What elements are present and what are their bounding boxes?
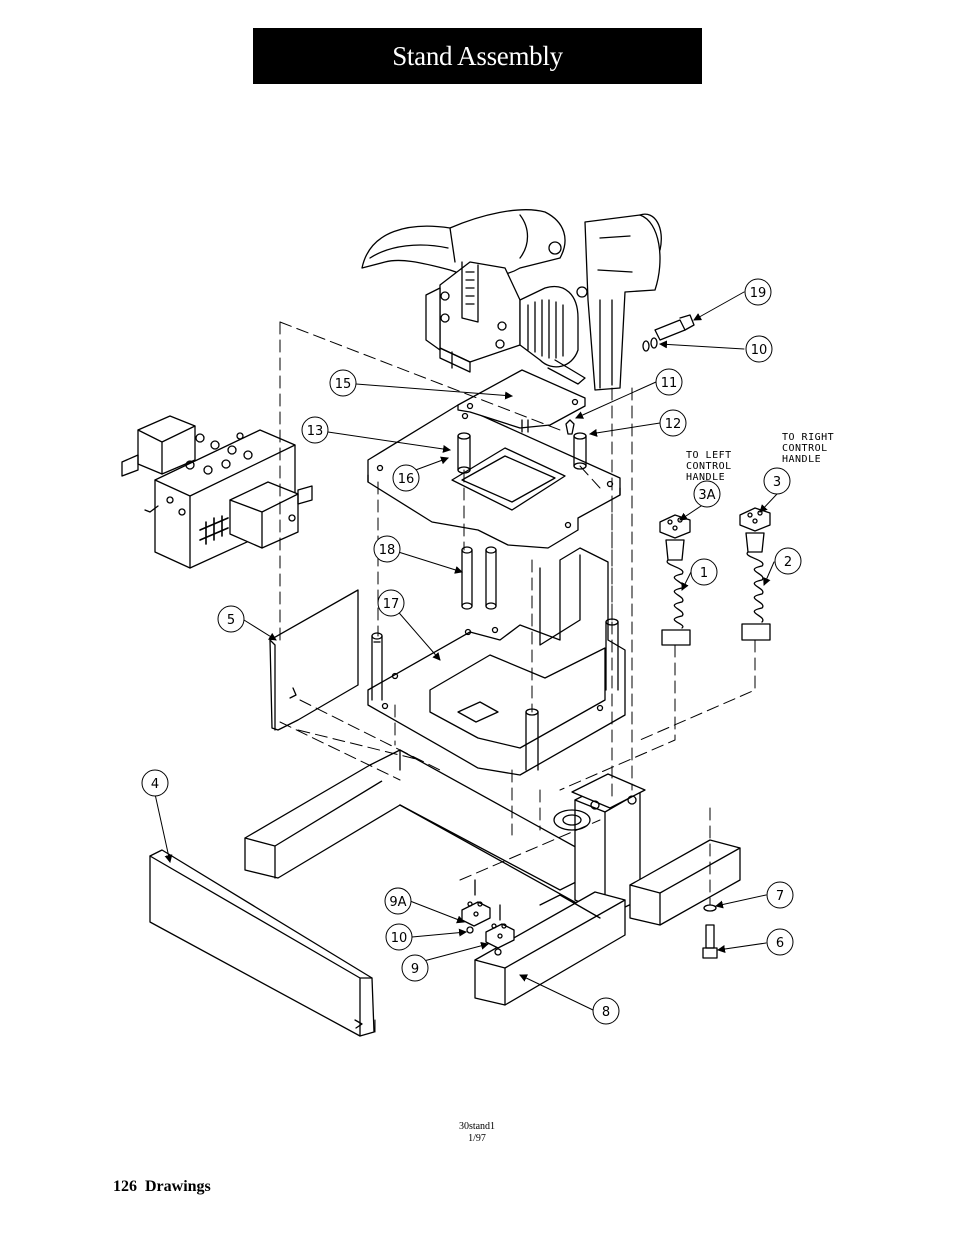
callout-13: 13 xyxy=(301,416,329,444)
svg-text:TO LEFT: TO LEFT xyxy=(686,450,732,461)
svg-text:19: 19 xyxy=(750,286,767,301)
plate-16 xyxy=(367,547,626,776)
callout-18: 19 xyxy=(744,278,772,306)
callout-16: 17 xyxy=(377,589,405,617)
section-name: Drawings xyxy=(145,1178,211,1195)
page-footer: 126 Drawings xyxy=(113,1178,211,1196)
svg-text:9A: 9A xyxy=(389,895,406,910)
svg-text:5: 5 xyxy=(227,613,235,628)
panel-7 xyxy=(269,589,359,731)
svg-text:10: 10 xyxy=(391,931,408,946)
callout-8: 8 xyxy=(592,997,620,1025)
callout-14: 15 xyxy=(329,369,357,397)
svg-text:TO RIGHT: TO RIGHT xyxy=(782,432,834,443)
callout-9A: 9A xyxy=(384,887,412,915)
callout-17: 18 xyxy=(373,535,401,563)
callout-1: 1 xyxy=(690,558,718,586)
assembly-lines xyxy=(279,321,756,1033)
callout-3A: 3A xyxy=(693,480,721,508)
callout-6: 4 xyxy=(141,769,169,797)
svg-text:12: 12 xyxy=(665,417,682,432)
plate-13 xyxy=(367,404,621,549)
leader-lines xyxy=(154,291,778,1011)
svg-text:8: 8 xyxy=(602,1005,610,1020)
svg-text:3: 3 xyxy=(773,475,781,490)
svg-text:10: 10 xyxy=(751,343,768,358)
page-number: 126 xyxy=(113,1178,137,1195)
svg-text:1: 1 xyxy=(700,566,708,581)
callout-balloons: 15 13 16 11 12 18 17 5 4 19 10 3A 3 1 2 … xyxy=(141,278,802,1025)
callout-12: 12 xyxy=(659,409,687,437)
page-title-bar: Stand Assembly xyxy=(253,28,702,84)
svg-text:7: 7 xyxy=(776,889,784,904)
note-left-control-handle: TO LEFT CONTROL HANDLE xyxy=(686,450,732,483)
callout-9: 9 xyxy=(401,954,429,982)
svg-text:9: 9 xyxy=(411,962,419,977)
plate-14 xyxy=(457,369,586,429)
svg-text:16: 16 xyxy=(398,472,415,487)
bolt-18 xyxy=(642,314,695,352)
callout-11: 11 xyxy=(655,368,683,396)
svg-text:18: 18 xyxy=(379,543,396,558)
fittings-9 xyxy=(461,879,515,956)
svg-text:4: 4 xyxy=(151,777,159,792)
standoffs xyxy=(457,419,587,610)
callout-2: 2 xyxy=(774,547,802,575)
svg-text:CONTROL: CONTROL xyxy=(782,443,828,454)
callout-7: 5 xyxy=(217,605,245,633)
svg-text:HANDLE: HANDLE xyxy=(782,454,821,465)
pump-handle-2 xyxy=(739,507,771,641)
svg-text:17: 17 xyxy=(383,597,400,612)
callout-3: 3 xyxy=(763,467,791,495)
svg-text:13: 13 xyxy=(307,424,324,439)
callout-10: 10 xyxy=(385,923,413,951)
drawing-date: 1/97 xyxy=(468,1133,486,1144)
valve-block xyxy=(121,415,313,569)
svg-text:11: 11 xyxy=(661,376,678,391)
drawing-id: 30stand1 xyxy=(458,1121,496,1132)
svg-text:HANDLE: HANDLE xyxy=(686,472,725,483)
note-right-control-handle: TO RIGHT CONTROL HANDLE xyxy=(782,432,834,465)
svg-text:2: 2 xyxy=(784,555,792,570)
svg-text:15: 15 xyxy=(335,377,352,392)
callout-5: 7 xyxy=(766,881,794,909)
panel-6 xyxy=(149,849,375,1037)
callout-4: 6 xyxy=(766,928,794,956)
callout-15: 16 xyxy=(392,464,420,492)
callout-19: 10 xyxy=(745,335,773,363)
svg-text:CONTROL: CONTROL xyxy=(686,461,732,472)
svg-text:6: 6 xyxy=(776,936,784,951)
svg-text:3A: 3A xyxy=(698,488,715,503)
base-frame xyxy=(244,749,741,1006)
seat-head-unit xyxy=(361,209,662,391)
bolt-4 xyxy=(702,904,718,959)
page-title: Stand Assembly xyxy=(392,40,563,71)
pump-handle-1 xyxy=(659,514,691,646)
